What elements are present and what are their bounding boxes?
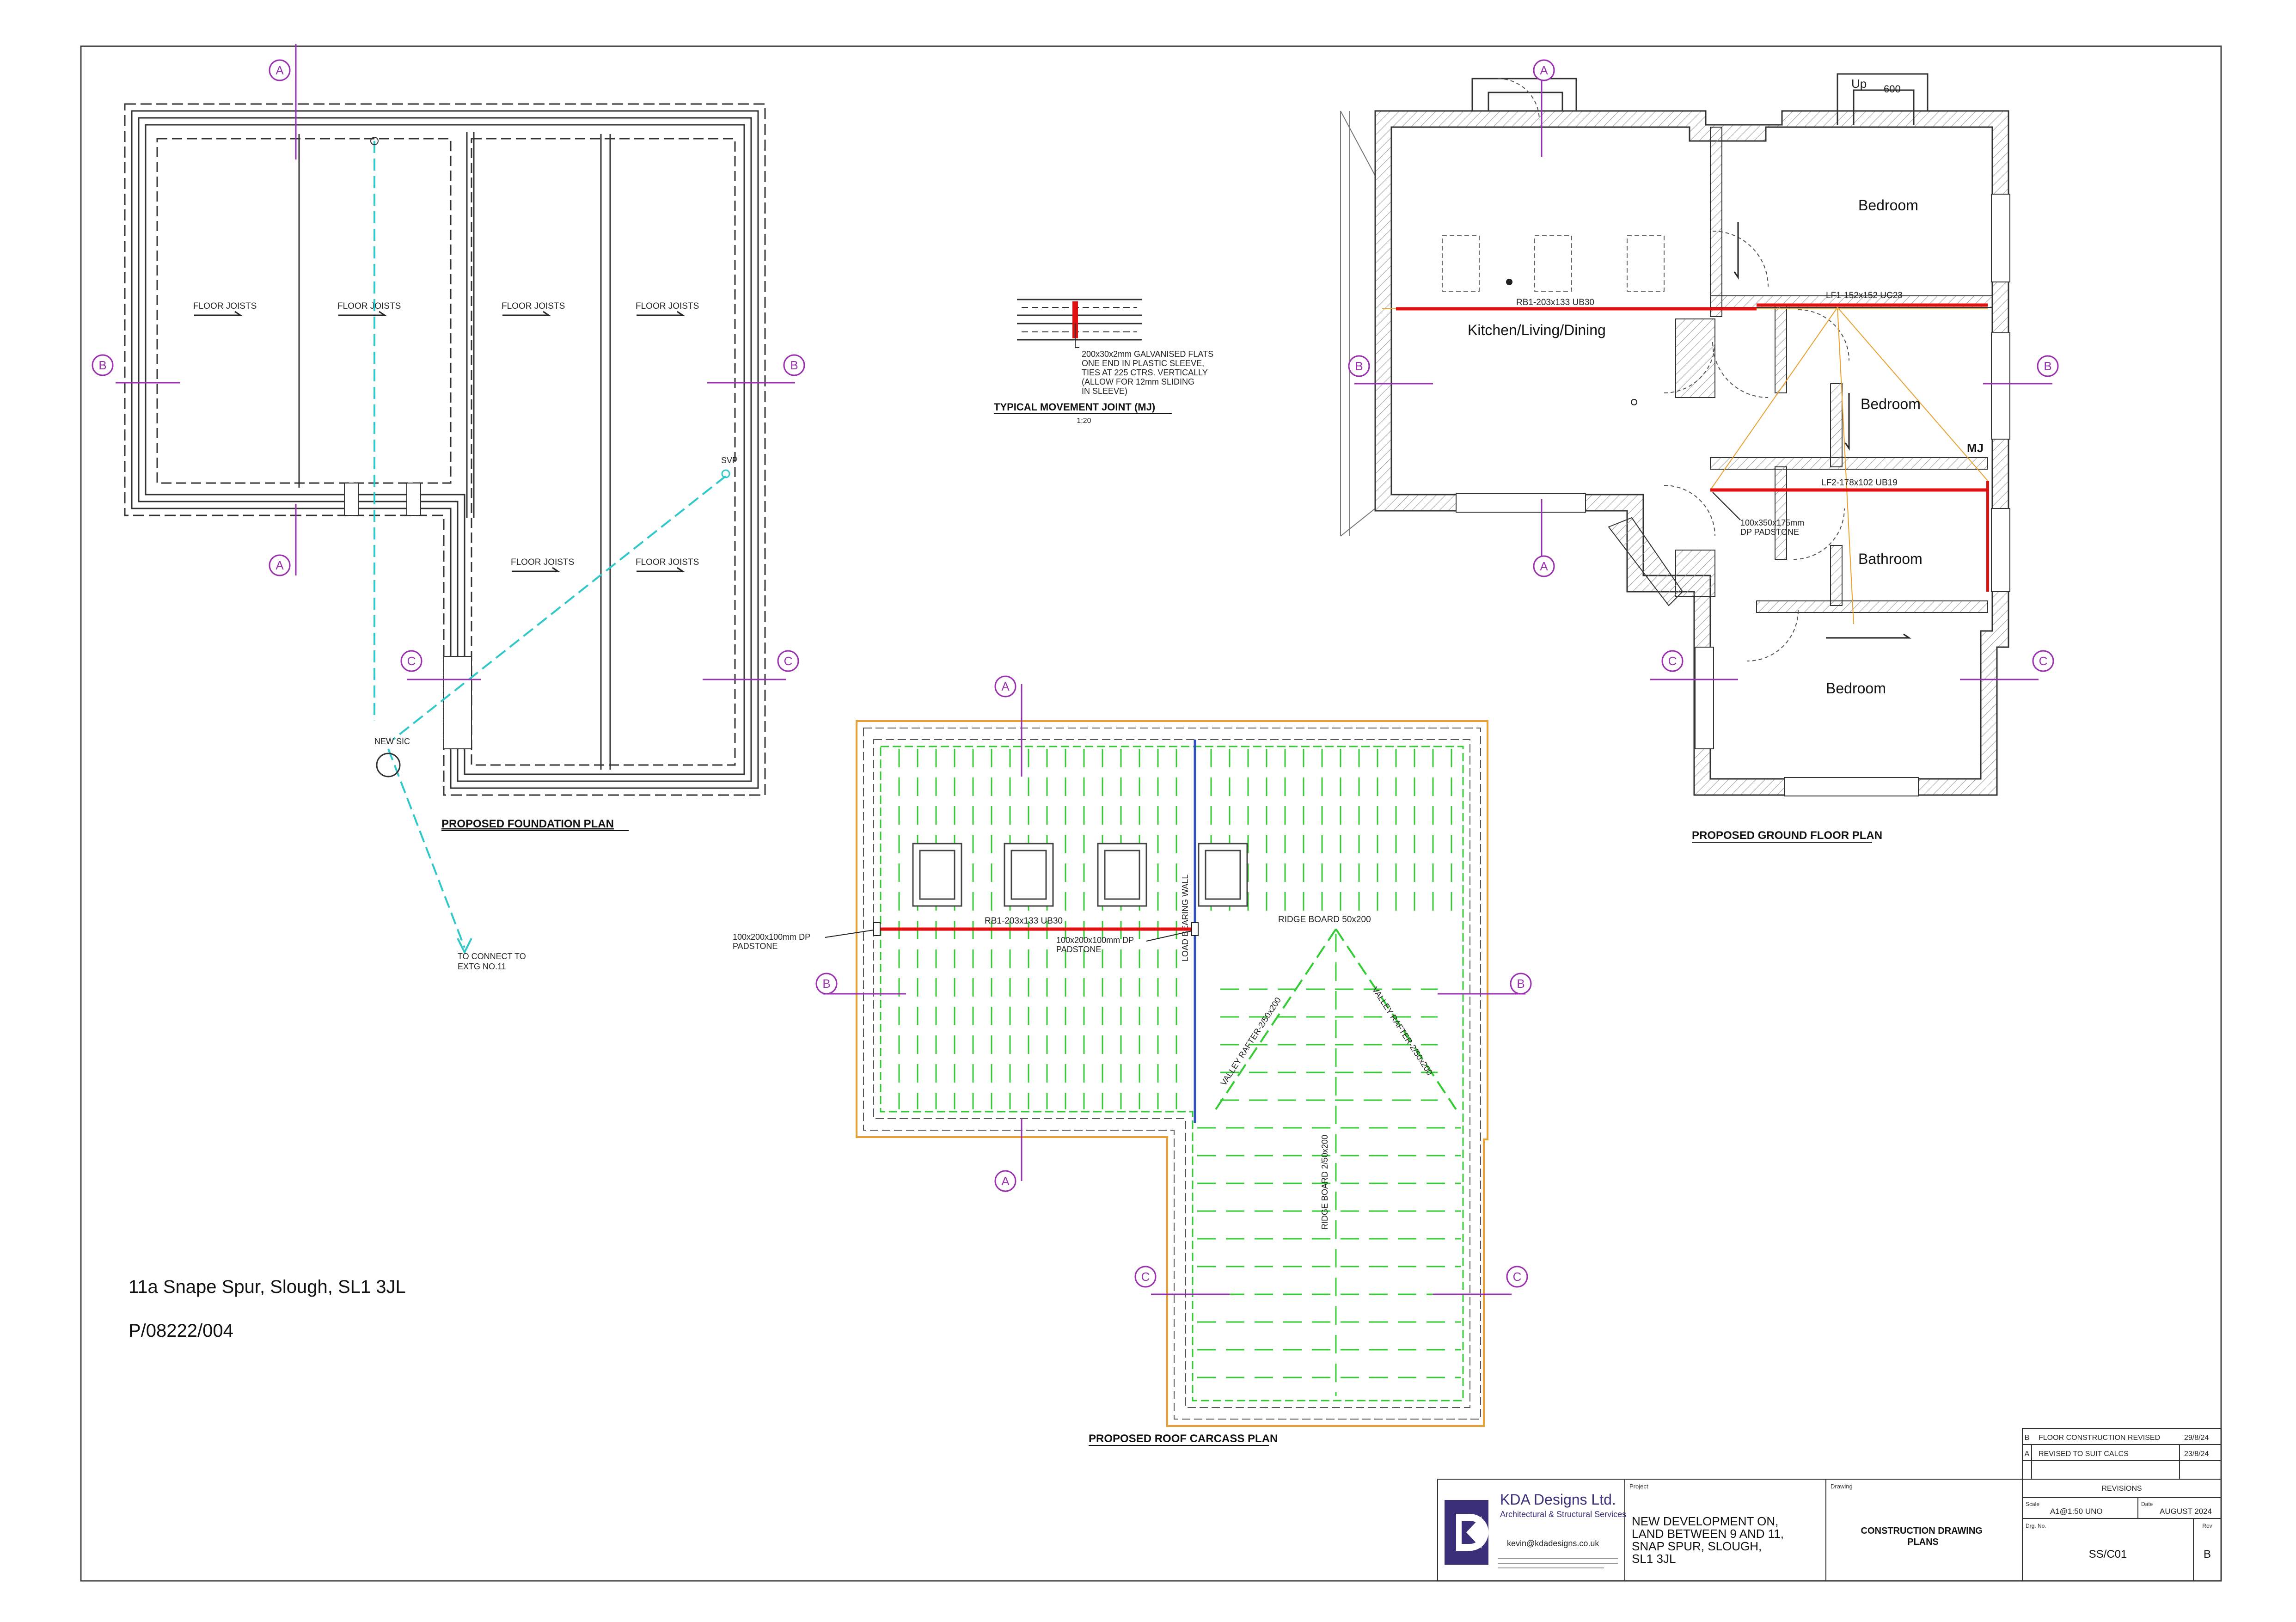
revision-b-code: B	[2025, 1434, 2030, 1442]
joist-label: FLOOR JOISTS	[502, 301, 565, 311]
section-markers	[116, 44, 2052, 1295]
company-email: kevin@kdadesigns.co.uk	[1507, 1539, 1599, 1548]
section-a-label: A	[276, 558, 284, 572]
up-label: Up	[1851, 77, 1867, 91]
movement-joint-detail: 200x30x2mm GALVANISED FLATS ONE END IN P…	[994, 299, 1216, 425]
movement-joint-note: 200x30x2mm GALVANISED FLATS ONE END IN P…	[1082, 349, 1216, 396]
beam-lf2-label: LF2-178x102 UB19	[1821, 478, 1898, 488]
ground-title: PROPOSED GROUND FLOOR PLAN	[1692, 829, 1882, 842]
room-label-bedroom: Bedroom	[1826, 680, 1886, 697]
revision-a-code: A	[2025, 1450, 2030, 1458]
section-marker-bubbles: A A B B C C A A B B C C A A B B C C	[92, 59, 2059, 1288]
roof-title: PROPOSED ROOF CARCASS PLAN	[1089, 1432, 1278, 1445]
kda-logo	[1445, 1500, 1488, 1565]
ridge-board-label: RIDGE BOARD 50x200	[1278, 915, 1371, 924]
revisions-heading: REVISIONS	[2101, 1485, 2142, 1493]
room-label-kitchen: Kitchen/Living/Dining	[1468, 322, 1606, 338]
foundation-outline	[124, 103, 766, 796]
project-label: Project	[1629, 1483, 1648, 1490]
drawing-label: Drawing	[1831, 1483, 1853, 1490]
revision-a-desc: REVISED TO SUIT CALCS	[2039, 1450, 2129, 1458]
section-a-label: A	[276, 63, 284, 77]
joist-label: FLOOR JOISTS	[636, 557, 699, 567]
foundation-title: PROPOSED FOUNDATION PLAN	[441, 818, 614, 830]
revision-b-desc: FLOOR CONSTRUCTION REVISED	[2039, 1434, 2160, 1442]
roof-outline	[856, 720, 1488, 1427]
svp-label: SVP	[721, 456, 738, 465]
dim-600: 600	[1884, 83, 1901, 95]
section-a-label: A	[1540, 559, 1548, 573]
scale-label: Scale	[2026, 1501, 2039, 1507]
section-b-label: B	[98, 358, 106, 372]
title-block: KDA Designs Ltd. Architectural & Structu…	[1437, 1428, 2222, 1581]
padstone-label: 100x350x175mm DP PADSTONE	[1740, 518, 1806, 537]
mj-label: MJ	[1967, 441, 1984, 455]
section-a-label: A	[1540, 63, 1548, 77]
section-c-label: C	[2039, 654, 2048, 668]
revision-b-date: 29/8/24	[2184, 1434, 2209, 1442]
padstone-left-label: 100x200x100mm DP PADSTONE	[733, 932, 813, 951]
joist-label: FLOOR JOISTS	[636, 301, 699, 311]
section-b-label: B	[790, 358, 798, 372]
rev-label: Rev	[2202, 1523, 2212, 1529]
revision-a-date: 23/8/24	[2184, 1450, 2209, 1458]
rev-value: B	[2204, 1548, 2211, 1561]
section-c-label: C	[1668, 654, 1677, 668]
foundation-plan: FLOOR JOISTS FLOOR JOISTS FLOOR JOISTS F…	[124, 103, 766, 971]
section-b-label: B	[1517, 977, 1525, 991]
beam-rb1-label: RB1-203x133 UB30	[1516, 298, 1594, 307]
section-b-label: B	[822, 977, 830, 991]
load-wall-label: LOAD BEARING WALL	[1181, 875, 1190, 961]
date-value: AUGUST 2024	[2160, 1507, 2212, 1516]
external-wall	[1374, 110, 2009, 796]
new-sic-label: NEW SIC	[374, 737, 410, 746]
drg-no-value: SS/C01	[2089, 1548, 2127, 1561]
section-c-label: C	[784, 654, 793, 668]
valley-rafter-right-label: VALLEY RAFTER-2/50x200	[1371, 985, 1434, 1077]
room-label-bathroom: Bathroom	[1858, 551, 1923, 567]
section-c-label: C	[1141, 1270, 1150, 1284]
roof-carcass-plan: LOAD BEARING WALL RB1-203x133 UB30 RIDGE…	[733, 720, 1488, 1446]
joist-label: FLOOR JOISTS	[511, 557, 574, 567]
joist-label: FLOOR JOISTS	[337, 301, 401, 311]
joist-label: FLOOR JOISTS	[193, 301, 257, 311]
ridge-vertical-label: RIDGE BOARD 2/50x200	[1320, 1135, 1329, 1230]
connect-note: TO CONNECT TO EXTG NO.11	[458, 952, 528, 971]
company-subtitle: Architectural & Structural Services	[1500, 1510, 1626, 1519]
movement-joint-scale: 1:20	[1077, 417, 1091, 425]
site-address: 11a Snape Spur, Slough, SL1 3JL	[129, 1277, 406, 1297]
section-a-label: A	[1001, 1174, 1010, 1188]
roof-lights	[912, 843, 1248, 907]
section-b-label: B	[1355, 359, 1363, 373]
section-c-label: C	[407, 654, 416, 668]
room-label-bedroom: Bedroom	[1861, 396, 1921, 412]
sheet-border	[80, 45, 2222, 1582]
movement-joint-title: TYPICAL MOVEMENT JOINT (MJ)	[994, 401, 1155, 413]
room-label-bedroom: Bedroom	[1858, 197, 1918, 214]
ground-floor-plan: RB1-203x133 UB30 LF1-152x152 UC23 LF2-17…	[1340, 73, 2010, 843]
project-text: NEW DEVELOPMENT ON, LAND BETWEEN 9 AND 1…	[1632, 1514, 1787, 1566]
scale-value: A1@1:50 UNO	[2050, 1507, 2103, 1516]
padstone-right-label: 100x200x100mm DP PADSTONE	[1056, 936, 1136, 954]
drg-no-label: Drg. No.	[2026, 1523, 2046, 1529]
drawing-text: CONSTRUCTION DRAWING PLANS	[1861, 1526, 1985, 1547]
roof-beam-label: RB1-203x133 UB30	[985, 916, 1063, 926]
beam-lf1-label: LF1-152x152 UC23	[1826, 291, 1903, 300]
planning-reference: P/08222/004	[129, 1321, 233, 1341]
section-a-label: A	[1001, 679, 1010, 693]
valley-rafter-left-label: VALLEY RAFTER-2/50x200	[1219, 996, 1283, 1087]
new-sic-manhole	[376, 753, 401, 777]
company-name: KDA Designs Ltd.	[1500, 1491, 1616, 1508]
date-label: Date	[2141, 1501, 2153, 1507]
section-c-label: C	[1513, 1270, 1522, 1284]
section-b-label: B	[2044, 359, 2051, 373]
